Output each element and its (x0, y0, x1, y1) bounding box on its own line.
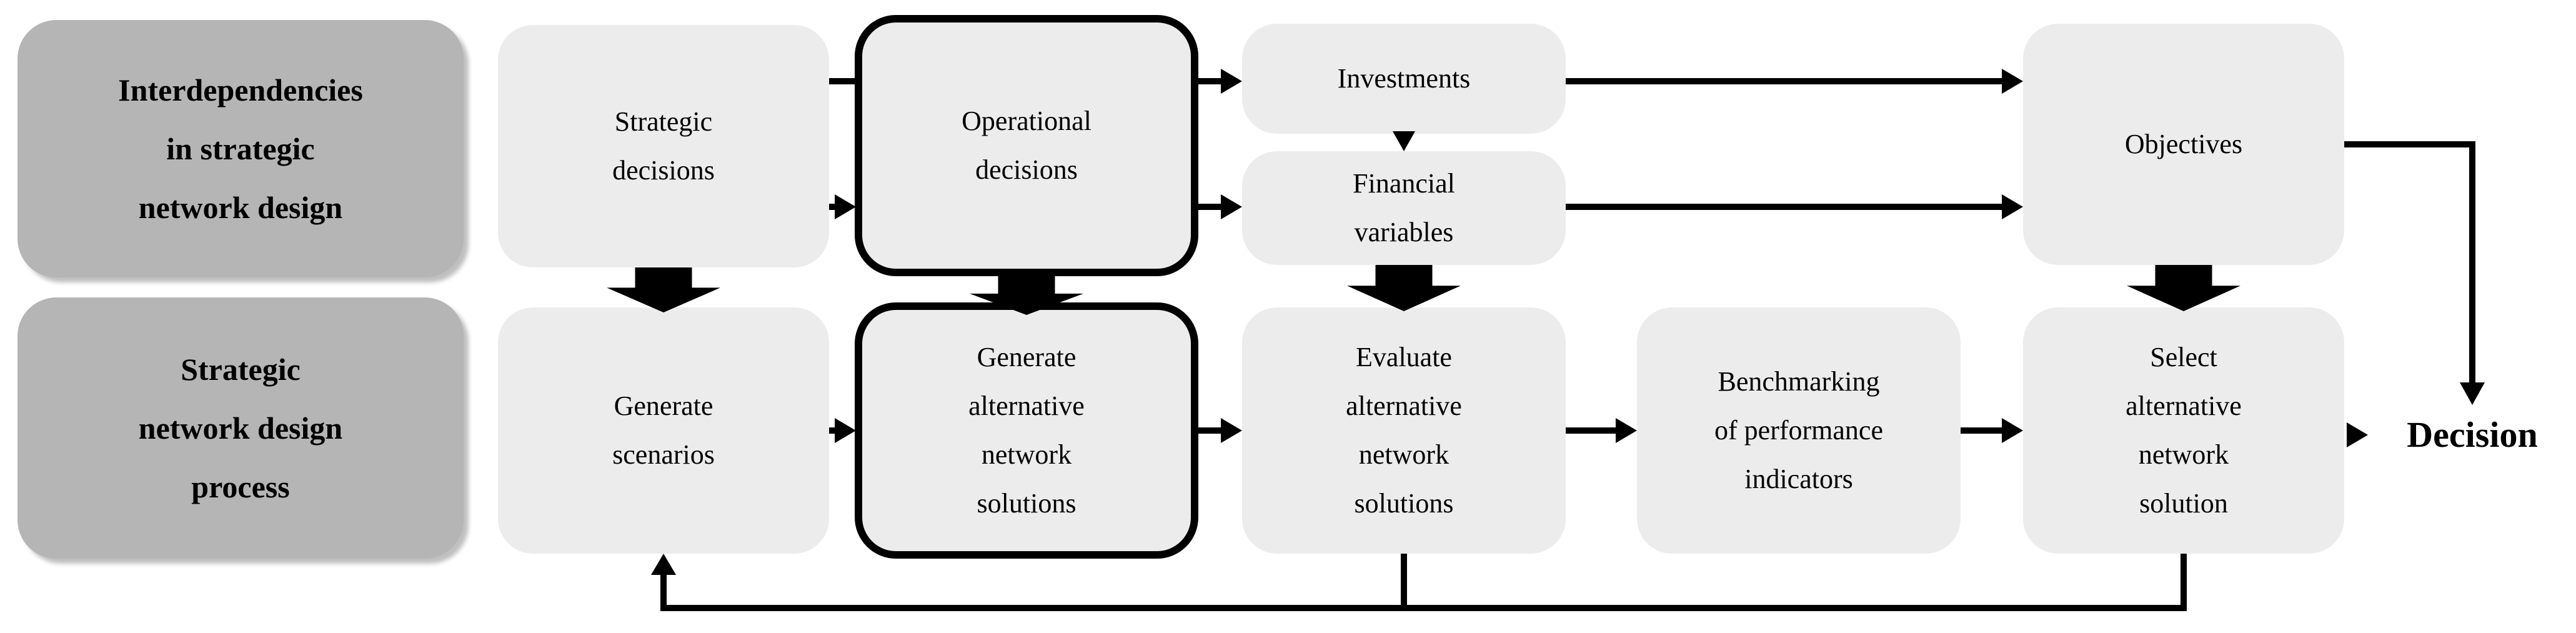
arrowhead-alternative-to-evaluate (1221, 418, 1242, 443)
connector-benchmarking-to-select-line (1961, 427, 2004, 434)
block-arrow-objectives-to-select (2127, 265, 2240, 311)
arrowhead-strategic-to-operational (835, 194, 856, 219)
connector-alternative-to-evaluate-line (1197, 427, 1222, 434)
header-interdependencies: Interdependencies in strategic network d… (17, 20, 464, 277)
header-process: Strategic network design process (17, 297, 464, 559)
arrowhead-investments-to-financial (1393, 131, 1415, 151)
block-arrow-strategic-to-generate-scenarios (607, 267, 720, 312)
arrowhead-evaluate-to-benchmarking (1616, 418, 1637, 443)
node-benchmarking: Benchmarking of performance indicators (1637, 307, 1961, 554)
connector-operational-to-financial-line (1197, 204, 1222, 210)
connector-evaluate-to-benchmarking-line (1566, 427, 1617, 434)
feedback-select-down-segment (2181, 554, 2187, 611)
feedback-evaluate-junction-segment (1401, 554, 1407, 611)
connector-financial-to-objectives-line (1566, 204, 2003, 210)
arrowhead-feedback-to-generate-scenarios (651, 554, 676, 575)
decision-label: Decision (2407, 414, 2538, 455)
node-investments: Investments (1242, 24, 1566, 134)
connector-objectives-to-decision-horizontal (2344, 141, 2475, 147)
connector-investments-to-objectives-line (1566, 78, 2003, 84)
connector-strategic-to-investments-segment (829, 78, 857, 84)
node-financial-variables: Financial variables (1242, 151, 1566, 265)
node-generate-scenarios: Generate scenarios (498, 307, 829, 554)
arrowhead-operational-to-investments (1221, 69, 1242, 94)
arrowhead-investments-to-objectives (2002, 69, 2023, 94)
node-select-solution: Select alternative network solution (2023, 307, 2344, 554)
arrowhead-scenarios-to-alternative (835, 418, 856, 443)
block-arrow-financial-to-evaluate (1347, 265, 1461, 311)
connector-strategic-to-operational-line (829, 204, 837, 210)
arrowhead-select-to-decision (2347, 422, 2368, 447)
feedback-up-segment (660, 572, 667, 611)
node-generate-alternative-solutions: Generate alternative network solutions (855, 302, 1198, 559)
connector-scenarios-to-alternative-line (829, 427, 837, 434)
node-operational-decisions: Operational decisions (855, 15, 1198, 276)
arrowhead-operational-to-financial (1221, 194, 1242, 219)
arrowhead-objectives-to-decision (2460, 382, 2485, 405)
node-evaluate-solutions: Evaluate alternative network solutions (1242, 307, 1566, 554)
arrowhead-benchmarking-to-select (2002, 418, 2023, 443)
node-strategic-decisions: Strategic decisions (498, 25, 829, 267)
feedback-horizontal-segment (660, 605, 2184, 611)
node-objectives: Objectives (2023, 24, 2344, 265)
connector-operational-to-investments-line (1197, 78, 1222, 84)
connector-objectives-to-decision-vertical (2469, 141, 2475, 385)
arrowhead-financial-to-objectives (2002, 194, 2023, 219)
